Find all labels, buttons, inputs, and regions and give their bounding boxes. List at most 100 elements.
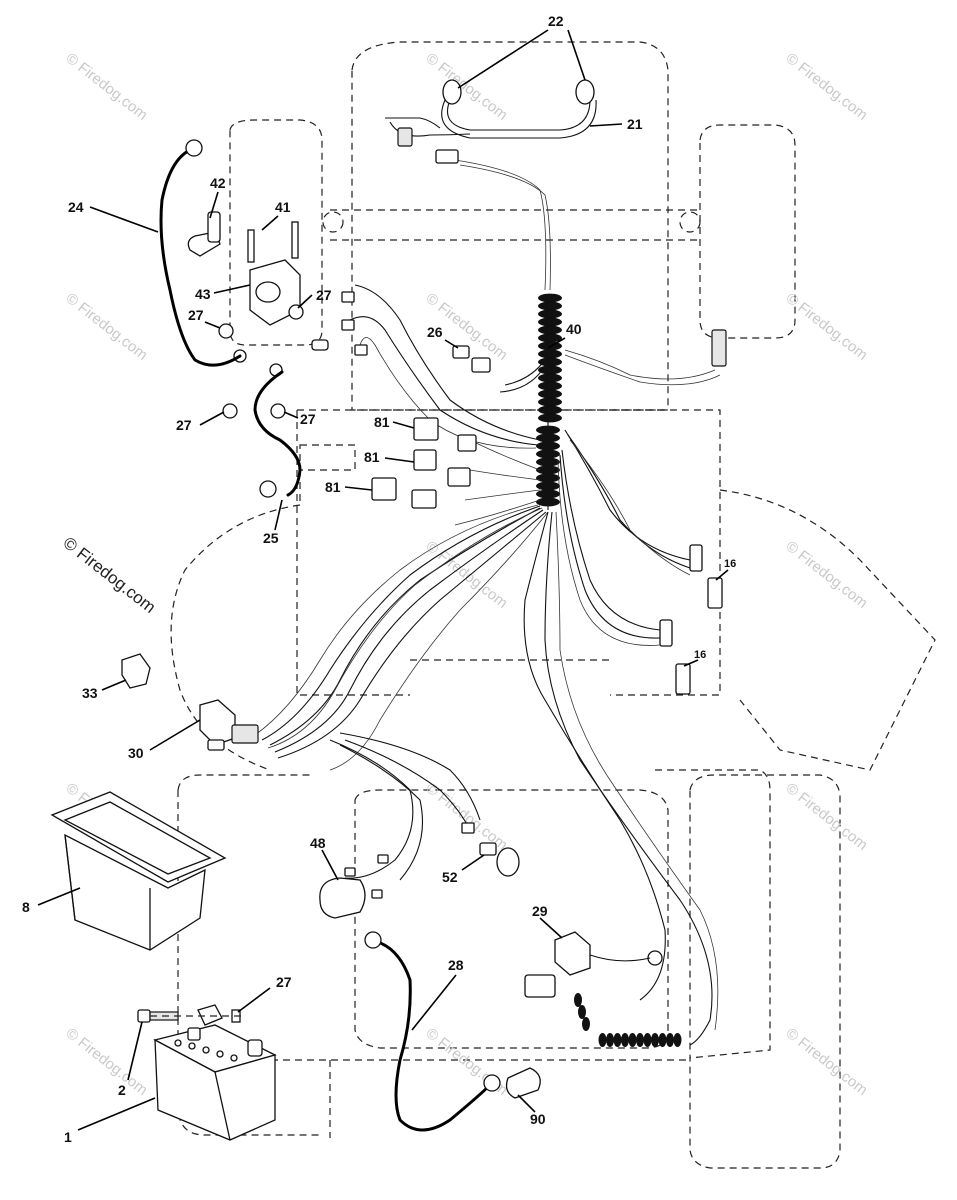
firedog-watermark: © Firedog.com [60, 533, 160, 617]
coil-cord-loop [643, 1033, 652, 1047]
callout-25: 25 [263, 530, 279, 546]
callout-81-c: 81 [325, 479, 341, 495]
connector-terminal [341, 291, 355, 303]
harness-wrap [538, 317, 562, 327]
harness-wrap [538, 405, 562, 415]
harness-wrap [538, 309, 562, 319]
callout-8: 8 [22, 899, 30, 915]
callout-81-b: 81 [364, 449, 380, 465]
battery [153, 1024, 277, 1141]
harness-wrap [538, 301, 562, 311]
cable-28 [376, 940, 492, 1132]
harness-wrap [536, 441, 560, 451]
relay-socket [447, 467, 471, 487]
headlight-bulb-left [442, 79, 462, 105]
harness-wrap [536, 449, 560, 459]
tractor-outline [170, 41, 936, 1169]
harness-wrap [538, 381, 562, 391]
key-33 [121, 653, 151, 689]
callout-27-e: 27 [276, 974, 292, 990]
headlight-bulb-right [575, 79, 595, 105]
sensor-29 [524, 931, 682, 1047]
relay-socket [411, 489, 437, 509]
harness-wrap [538, 397, 562, 407]
headlight-connector [397, 127, 413, 147]
callout-42: 42 [210, 175, 226, 191]
coil-cord-loop [621, 1033, 629, 1047]
harness-wrap [538, 293, 562, 303]
harness-wrap [538, 373, 562, 383]
coil-cord-loop [658, 1033, 667, 1047]
svg-text:© Firedog.com: © Firedog.com [783, 780, 871, 854]
headlight-harness [385, 79, 597, 291]
coil-cord-loop [598, 1033, 607, 1047]
callout-27-a: 27 [316, 287, 332, 303]
connector-16b [659, 619, 673, 647]
terminal-ring-25 [259, 480, 277, 498]
relay-socket [457, 434, 477, 452]
callout-30: 30 [128, 745, 144, 761]
ignition-switch [199, 699, 259, 751]
harness-wrap [536, 489, 560, 499]
callout-1: 1 [64, 1129, 72, 1145]
harness-wrap [536, 481, 560, 491]
callout-27-b: 27 [188, 307, 204, 323]
coil-cord-loop [636, 1033, 644, 1047]
callout-16-b: 16 [694, 649, 706, 661]
coil-cord-loop [651, 1033, 659, 1047]
coil-cord-loop [582, 1017, 590, 1031]
callout-52: 52 [442, 869, 458, 885]
callout-24: 24 [68, 199, 84, 215]
harness-wrap [538, 333, 562, 343]
callout-27-c: 27 [176, 417, 192, 433]
callout-26: 26 [427, 324, 443, 340]
callout-2: 2 [118, 1082, 126, 1098]
switch-16a [707, 577, 723, 609]
callout-48: 48 [310, 835, 326, 851]
cable-25 [253, 370, 302, 497]
svg-text:© Firedog.com: © Firedog.com [783, 1025, 871, 1099]
coil-cord-loop [666, 1033, 674, 1047]
svg-text:© Firedog.com: © Firedog.com [783, 290, 871, 364]
harness-wrap [536, 497, 560, 507]
harness-wrap [538, 349, 562, 359]
callout-29: 29 [532, 903, 548, 919]
harness-wrap [536, 473, 560, 483]
boot-90 [505, 1067, 541, 1099]
callout-43: 43 [195, 286, 211, 302]
callout-40: 40 [566, 321, 582, 337]
clamp [197, 1004, 223, 1026]
connector-terminal [341, 319, 355, 331]
harness-wrap [536, 425, 560, 435]
svg-text:© Firedog.com: © Firedog.com [63, 1025, 151, 1099]
coil-cord-loop [628, 1033, 637, 1047]
harness-wrap [538, 389, 562, 399]
harness-wrap [538, 357, 562, 367]
terminal-ring-28b [483, 1074, 501, 1092]
callout-33: 33 [82, 685, 98, 701]
cable-24 [159, 148, 242, 367]
connector-terminal [354, 344, 368, 356]
callout-41: 41 [275, 199, 291, 215]
connector-16a [689, 544, 703, 572]
connector-26b [471, 357, 491, 373]
connector-26 [452, 345, 470, 359]
callout-28: 28 [448, 957, 464, 973]
terminal-ring-28 [364, 931, 382, 949]
coil-cord-loop [673, 1033, 682, 1047]
svg-text:© Firedog.com: © Firedog.com [63, 290, 151, 364]
battery-tray [50, 791, 227, 951]
svg-text:© Firedog.com: © Firedog.com [783, 50, 871, 124]
callout-81-a: 81 [374, 414, 390, 430]
harness-wrap [538, 413, 562, 423]
leader-lines [37, 29, 729, 1131]
harness-wrap [536, 433, 560, 443]
coil-cord-loop [613, 1033, 622, 1047]
svg-text:© Firedog.com: © Firedog.com [783, 538, 871, 612]
callouts: 22 2 1 24 42 41 43 27 27 27 27 25 26 40 8… [22, 13, 736, 1145]
relays [341, 291, 727, 695]
watermarks: © Firedog.com © Firedog.com © Firedog.co… [60, 50, 871, 1099]
connector-16-upper [711, 329, 727, 367]
callout-16-a: 16 [724, 558, 736, 570]
callout-22: 22 [548, 13, 564, 29]
